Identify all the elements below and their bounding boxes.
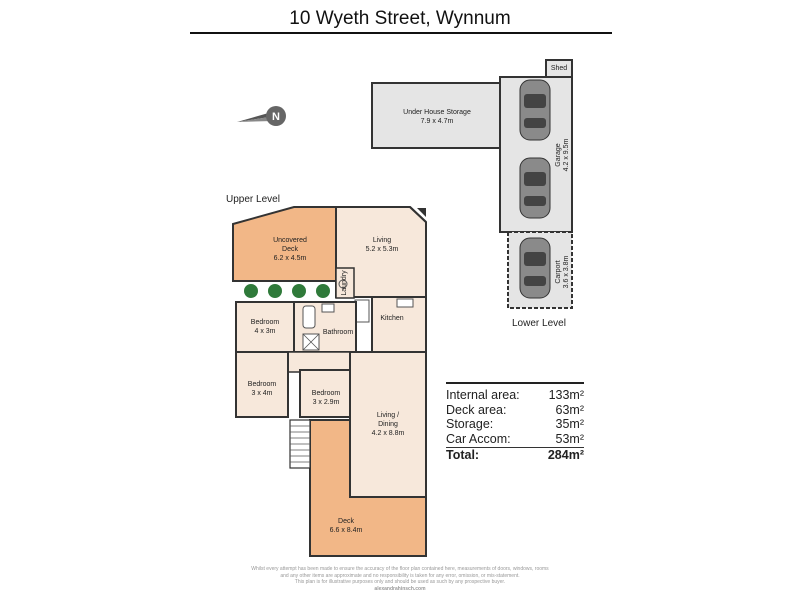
carport-label: Carport 3.6 x 3.8m	[555, 255, 570, 289]
bedroom-2-area	[235, 351, 289, 418]
bedroom-3-label: Bedroom 3 x 2.9m	[311, 390, 341, 406]
car-2	[519, 157, 551, 219]
plan-title: 10 Wyeth Street, Wynnum	[289, 8, 511, 29]
garage-label: Garage 4.2 x 9.5m	[555, 138, 570, 172]
lower-level-label: Lower Level	[512, 318, 566, 329]
deck-label: Deck 6.6 x 8.4m	[329, 518, 363, 534]
stairs	[289, 419, 311, 469]
area-row-car: Car Accom:53m²	[446, 431, 584, 446]
compass-icon: N	[237, 106, 286, 126]
under-house-storage-label: Under House Storage 7.9 x 4.7m	[403, 109, 471, 125]
area-row-internal: Internal area:133m²	[446, 388, 584, 402]
laundry-area	[335, 267, 355, 299]
area-row-total: Total:284m²	[446, 447, 584, 462]
laundry-label: Laundry	[341, 270, 348, 296]
area-summary: Internal area:133m² Deck area:63m² Stora…	[446, 382, 584, 463]
shed-area	[545, 59, 573, 78]
car-1	[519, 79, 551, 141]
upper-level-label: Upper Level	[226, 194, 280, 205]
disclaimer: Whilst every attempt has been made to en…	[251, 566, 549, 592]
bathroom-label: Bathroom	[322, 329, 354, 336]
plants	[244, 284, 330, 298]
title-rule	[190, 32, 612, 34]
living-label: Living 5.2 x 5.3m	[365, 237, 399, 253]
compass-letter: N	[272, 111, 280, 123]
deck-area	[309, 419, 427, 557]
uncovered-deck-label: Uncovered Deck 6.2 x 4.5m	[273, 237, 307, 262]
bedroom-2-label: Bedroom 3 x 4m	[247, 381, 277, 397]
area-row-deck: Deck area:63m²	[446, 402, 584, 417]
living-dining-label: Living / Dining 4.2 x 8.8m	[371, 412, 405, 437]
bedroom-1-label: Bedroom 4 x 3m	[250, 319, 280, 335]
area-row-storage: Storage:35m²	[446, 417, 584, 431]
car-3	[519, 237, 551, 299]
kitchen-label: Kitchen	[380, 315, 404, 322]
shed-label: Shed	[550, 65, 568, 72]
area-summary-rule	[446, 382, 584, 384]
